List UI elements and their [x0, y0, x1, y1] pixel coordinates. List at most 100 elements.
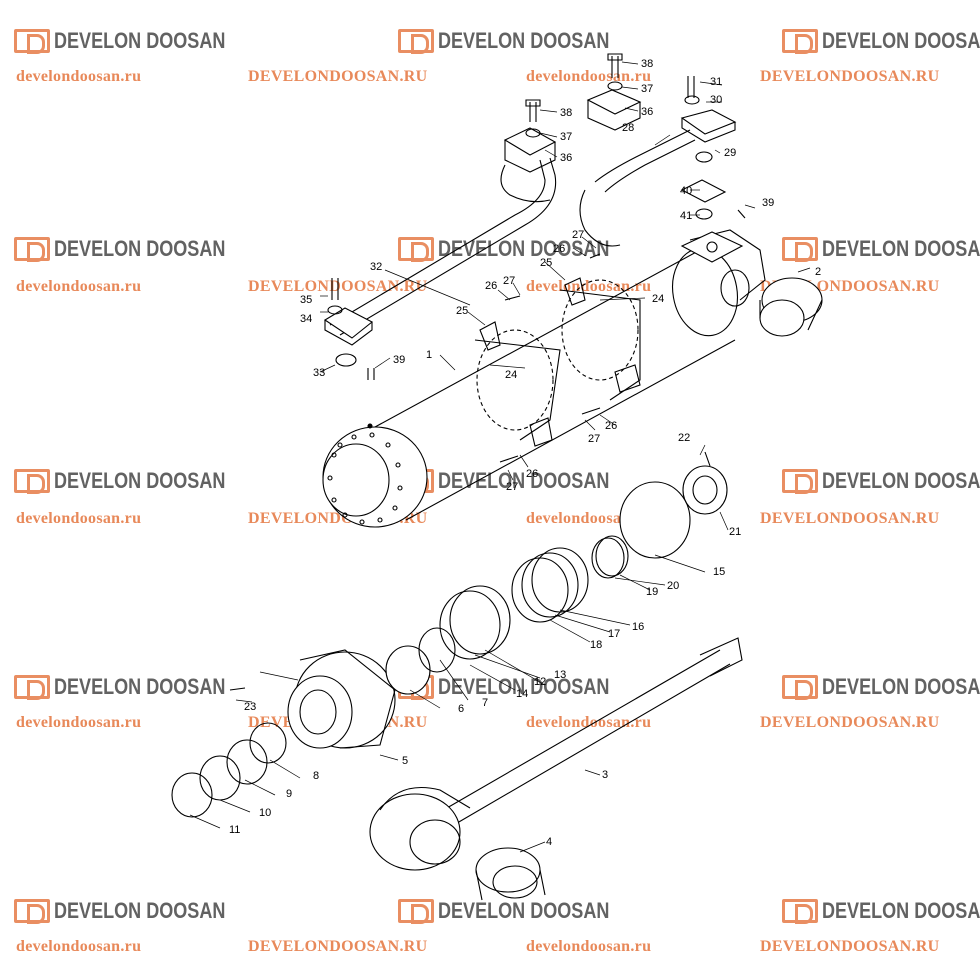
part-label: 12 — [534, 676, 546, 688]
part-label: 14 — [516, 688, 528, 700]
brand-mark-icon — [398, 899, 434, 924]
watermark-url: develondoosan.ru — [16, 68, 142, 85]
watermark-brand-text: DEVELON DOOSAN — [438, 674, 610, 699]
brand-mark-icon — [14, 899, 50, 924]
part-label: 39 — [762, 197, 774, 209]
watermark-logo: DEVELON DOOSAN — [14, 236, 263, 262]
band-clamps — [474, 277, 641, 447]
watermark-brand-text: DEVELON DOOSAN — [54, 236, 226, 261]
watermark-brand-text: DEVELON DOOSAN — [822, 898, 980, 923]
watermark-url: develondoosan.ru — [16, 510, 142, 527]
watermark-logo: DEVELON DOOSAN — [782, 674, 980, 700]
part-label: 26 — [526, 468, 538, 480]
watermark-brand-text: DEVELON DOOSAN — [54, 674, 226, 699]
watermark-logo: DEVELON DOOSAN — [398, 898, 647, 924]
watermark-url: develondoosan.ru — [16, 938, 142, 955]
part-label: 19 — [646, 586, 658, 598]
part-label: 26 — [605, 420, 617, 432]
brand-mark-icon — [782, 237, 818, 262]
watermark-url: DEVELONDOOSAN.RU — [248, 68, 428, 85]
watermark-brand-text: DEVELON DOOSAN — [822, 28, 980, 53]
seal-rings — [171, 451, 728, 818]
part-label: 7 — [482, 697, 488, 709]
piston-rod — [369, 637, 743, 871]
part-label: 38 — [560, 107, 572, 119]
part-label: 34 — [300, 313, 312, 325]
part-label: 5 — [402, 755, 408, 767]
watermark-logo: DEVELON DOOSAN — [14, 674, 263, 700]
brand-mark-icon — [398, 29, 434, 54]
part-label: 29 — [724, 147, 736, 159]
part-label: 24 — [652, 293, 664, 305]
rod-cover — [287, 649, 396, 749]
brand-mark-icon — [782, 469, 818, 494]
part-label: 25 — [540, 257, 552, 269]
part-label: 39 — [393, 354, 405, 366]
watermark-url: DEVELONDOOSAN.RU — [760, 68, 940, 85]
part-label: 1 — [426, 349, 432, 361]
part-label: 11 — [229, 824, 240, 836]
part-label: 21 — [729, 526, 741, 538]
brand-mark-icon — [14, 469, 50, 494]
watermark-logo: DEVELON DOOSAN — [14, 898, 263, 924]
watermark-url: develondoosan.ru — [526, 938, 652, 955]
watermark-url: develondoosan.ru — [526, 278, 652, 295]
watermark-brand-text: DEVELON DOOSAN — [438, 236, 610, 261]
watermark-brand-text: DEVELON DOOSAN — [438, 898, 610, 923]
brand-mark-icon — [398, 237, 434, 262]
part-label: 23 — [244, 701, 256, 713]
brand-mark-icon — [14, 29, 50, 54]
watermark-logo: DEVELON DOOSAN — [14, 28, 263, 54]
part-label: 36 — [641, 106, 653, 118]
part-label: 30 — [710, 94, 722, 106]
watermark-url: develondoosan.ru — [16, 714, 142, 731]
watermark-url: DEVELONDOOSAN.RU — [760, 938, 940, 955]
part-label: 37 — [560, 131, 572, 143]
part-label: 16 — [632, 621, 644, 633]
part-label: 9 — [286, 788, 292, 800]
watermark-logo: DEVELON DOOSAN — [14, 468, 263, 494]
part-label: 17 — [608, 628, 620, 640]
part-label: 25 — [456, 305, 468, 317]
watermark-url: develondoosan.ru — [16, 278, 142, 295]
part-label: 37 — [641, 83, 653, 95]
part-label: 2 — [815, 266, 821, 278]
watermark-brand-text: DEVELON DOOSAN — [822, 468, 980, 493]
brand-mark-icon — [782, 29, 818, 54]
watermark-url: DEVELONDOOSAN.RU — [248, 938, 428, 955]
part-label: 27 — [506, 481, 518, 493]
watermark-brand-text: DEVELON DOOSAN — [438, 28, 610, 53]
part-label: 28 — [622, 122, 634, 134]
part-label: 40 — [680, 185, 692, 197]
part-label: 10 — [259, 807, 271, 819]
bushing-top — [759, 277, 823, 337]
watermark-brand-text: DEVELON DOOSAN — [822, 674, 980, 699]
part-label: 4 — [546, 836, 552, 848]
watermark-url: DEVELONDOOSAN.RU — [760, 714, 940, 731]
part-label: 27 — [588, 433, 600, 445]
brand-mark-icon — [782, 899, 818, 924]
part-label: 36 — [560, 152, 572, 164]
part-label: 24 — [505, 369, 517, 381]
bolts — [327, 53, 746, 463]
watermark-brand-text: DEVELON DOOSAN — [54, 468, 226, 493]
brand-mark-icon — [782, 675, 818, 700]
part-labels: 1 2 3 4 5 6 7 8 9 10 11 12 13 14 15 16 1… — [229, 58, 821, 848]
part-label: 26 — [485, 280, 497, 292]
watermark-url: DEVELONDOOSAN.RU — [760, 510, 940, 527]
bushing-rod — [475, 847, 546, 901]
part-label: 3 — [602, 769, 608, 781]
part-label: 13 — [554, 669, 566, 681]
watermark-logo: DEVELON DOOSAN — [398, 28, 647, 54]
watermark-logo: DEVELON DOOSAN — [782, 236, 980, 262]
cylinder-tube — [322, 229, 766, 528]
part-label: 15 — [713, 566, 725, 578]
part-label: 27 — [572, 229, 584, 241]
part-label: 31 — [710, 76, 722, 88]
brand-mark-icon — [14, 237, 50, 262]
part-label: 22 — [678, 432, 690, 444]
part-label: 35 — [300, 294, 312, 306]
part-label: 32 — [370, 261, 382, 273]
